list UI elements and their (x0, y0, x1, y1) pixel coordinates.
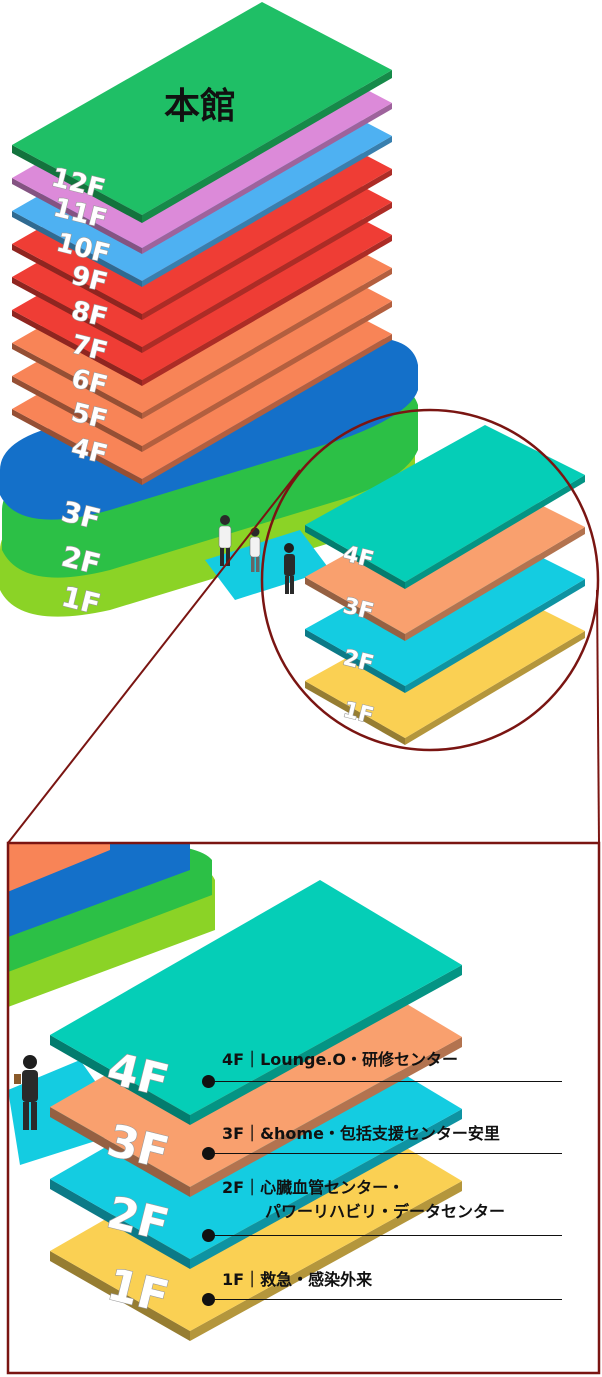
legend-text-3f-line-1: 3F｜&home・包括支援センター安里 (222, 1124, 500, 1143)
legend-item-1f: 1F｜救急・感染外来 (202, 1268, 562, 1306)
zoom-connector-left (7, 469, 301, 844)
legend-leader-line (210, 1235, 562, 1236)
connecting-walkway (205, 530, 330, 600)
legend-item-2f: 2F｜心臓血管センター・パワーリハビリ・データセンター (202, 1176, 562, 1242)
legend-leader-line (210, 1081, 562, 1082)
legend-marker-dot (202, 1229, 215, 1242)
legend-item-3f: 3F｜&home・包括支援センター安里 (202, 1122, 562, 1160)
annex-highlight-circle (260, 408, 600, 752)
annex-small-floor-4f-slab (305, 425, 585, 589)
zoom-connector-right (596, 589, 600, 844)
person-figure-visitor-zoom (14, 1055, 38, 1130)
legend-item-4f: 4F｜Lounge.O・研修センター (202, 1048, 562, 1088)
main-floor-12f-slab (12, 2, 392, 223)
legend-text-1f-line-1: 1F｜救急・感染外来 (222, 1270, 373, 1289)
person-figure-visitor (284, 543, 295, 594)
legend-marker-dot (202, 1147, 215, 1160)
legend-text-4f-line-1: 4F｜Lounge.O・研修センター (222, 1050, 459, 1069)
legend-text-2f-line-2: パワーリハビリ・データセンター (265, 1202, 506, 1221)
legend-marker-dot (202, 1075, 215, 1088)
legend-leader-line (210, 1299, 562, 1300)
person-figure-doctor (218, 515, 232, 566)
annex-zoom-floor-4f-slab (50, 880, 462, 1125)
person-figures (218, 515, 295, 594)
legend-text-2f-line-1: 2F｜心臓血管センター・ (222, 1178, 405, 1197)
legend-leader-line (210, 1153, 562, 1154)
legend-marker-dot (202, 1293, 215, 1306)
